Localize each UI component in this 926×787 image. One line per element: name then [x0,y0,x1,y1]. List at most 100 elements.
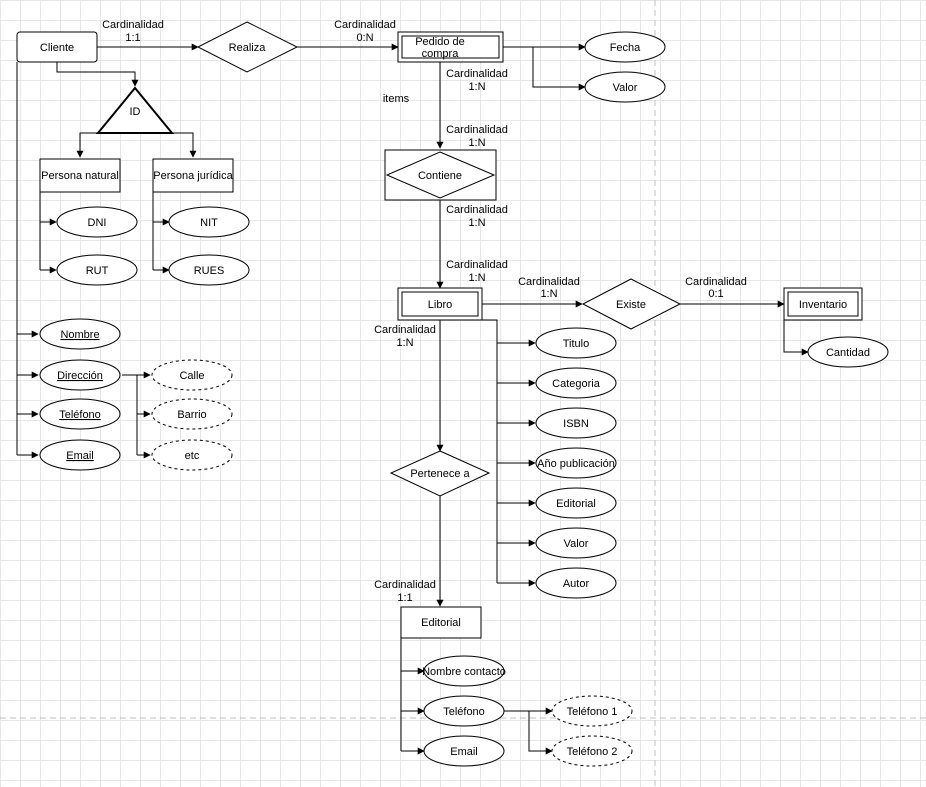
relationship-pertenece[interactable]: Pertenece a [389,450,491,497]
cardinality-label-c6-2: 1:N [468,272,485,284]
attribute-email-editorial-label: Email [450,746,478,758]
edges [16,43,809,755]
cardinality-label-c2-1: Cardinalidad [334,19,396,31]
attribute-email-editorial[interactable]: Email [423,735,505,767]
entity-inventario-label: Inventario [799,299,847,311]
attribute-cantidad-label: Cantidad [826,347,870,359]
attribute-categoria-label: Categoria [552,378,601,390]
attribute-titulo-label: Titulo [563,338,590,350]
attribute-barrio[interactable]: Barrio [151,398,233,430]
entity-persona-juridica-label: Persona jurídica [153,170,233,182]
attribute-rut[interactable]: RUT [56,254,138,286]
entity-persona-natural[interactable]: Persona natural [39,158,121,193]
attribute-anio-label: Año publicación [537,458,615,470]
attribute-telefono-editorial-label: Teléfono [443,706,485,718]
cardinality-label-c6-1: Cardinalidad [446,259,508,271]
entity-libro[interactable]: Libro [397,287,483,321]
cardinality-label-c9-1: Cardinalidad [374,324,436,336]
relationship-existe[interactable]: Existe [581,278,682,330]
attribute-rues[interactable]: RUES [168,254,250,286]
attribute-valor-libro[interactable]: Valor [535,527,617,559]
attribute-nit-label: NIT [200,217,218,229]
cardinality-label-c10-2: 1:1 [397,592,412,604]
attribute-cantidad[interactable]: Cantidad [807,336,889,368]
relationship-pertenece-label: Pertenece a [410,468,470,480]
attribute-editorial-libro[interactable]: Editorial [535,487,617,519]
attribute-direccion-label: Dirección [57,370,103,382]
attribute-telefono-1[interactable]: Teléfono 1 [551,695,633,727]
attribute-valor-libro-label: Valor [564,538,589,550]
attribute-etc[interactable]: etc [151,439,233,471]
cardinality-label-c7-1: Cardinalidad [518,276,580,288]
attribute-nombre-contacto[interactable]: Nombre contacto [422,655,506,687]
edge-pedido-valor [532,47,586,91]
edge-id-natural [76,132,108,158]
attribute-telefono-cliente[interactable]: Teléfono [39,398,121,430]
cardinality-label-c8-1: Cardinalidad [685,276,747,288]
attribute-etc-label: etc [185,450,200,462]
attribute-calle[interactable]: Calle [151,359,233,391]
cardinality-label-c5-2: 1:N [468,217,485,229]
attribute-valor-pedido[interactable]: Valor [584,71,666,103]
attribute-autor-label: Autor [563,578,590,590]
attribute-email-cliente-label: Email [66,450,94,462]
attribute-telefono-editorial[interactable]: Teléfono [423,695,505,727]
entity-cliente-label: Cliente [40,42,74,54]
relationship-realiza[interactable]: Realiza [196,21,299,73]
cardinality-labels: Cardinalidad 1:1 Cardinalidad 0:N Cardin… [102,19,747,604]
entity-persona-juridica[interactable]: Persona jurídica [152,158,234,193]
relationship-contiene-label: Contiene [418,170,462,182]
attribute-dni[interactable]: DNI [56,206,138,238]
specialization-id[interactable]: ID [95,86,175,134]
attribute-barrio-label: Barrio [177,409,206,421]
cardinality-label-c10-1: Cardinalidad [374,579,436,591]
entity-pedido[interactable]: Pedido de compra [397,31,504,63]
attribute-dni-label: DNI [88,217,107,229]
edge-id-juridica [162,132,197,158]
cardinality-label-c5-1: Cardinalidad [446,204,508,216]
specialization-id-label: ID [130,106,141,118]
attribute-fecha-label: Fecha [610,42,641,54]
relationship-realiza-label: Realiza [229,42,267,54]
cardinality-label-c8-2: 0:1 [708,288,723,300]
attribute-nombre[interactable]: Nombre [39,318,121,350]
entity-cliente[interactable]: Cliente [16,31,98,63]
attribute-titulo[interactable]: Titulo [535,327,617,359]
attribute-anio[interactable]: Año publicación [535,447,617,479]
cardinality-label-c2-2: 0:N [356,32,373,44]
cardinality-label-c3-1: Cardinalidad [446,68,508,80]
attribute-email-cliente[interactable]: Email [39,439,121,471]
attribute-fecha[interactable]: Fecha [584,31,666,63]
cardinality-label-c4-1: Cardinalidad [446,124,508,136]
entity-pedido-label-2: compra [422,48,460,60]
attribute-nombre-contacto-label: Nombre contacto [422,666,506,678]
attribute-telefono-2-label: Teléfono 2 [567,746,618,758]
cardinality-label-c4-2: 1:N [468,137,485,149]
attribute-categoria[interactable]: Categoria [535,367,617,399]
edge-cliente-id [56,62,139,87]
attribute-nombre-label: Nombre [60,329,99,341]
relationship-existe-label: Existe [616,299,646,311]
attribute-direccion[interactable]: Dirección [39,359,121,391]
attribute-rues-label: RUES [194,265,225,277]
entity-libro-label: Libro [428,299,452,311]
entity-editorial[interactable]: Editorial [400,606,482,639]
entity-editorial-label: Editorial [421,617,461,629]
entity-persona-natural-label: Persona natural [41,170,119,182]
cardinality-label-c3-2: 1:N [468,81,485,93]
cardinality-label-c1-1: Cardinalidad [102,19,164,31]
attribute-telefono-2[interactable]: Teléfono 2 [551,735,633,767]
entity-inventario[interactable]: Inventario [783,287,863,321]
attribute-calle-label: Calle [179,370,204,382]
attribute-isbn[interactable]: ISBN [535,407,617,439]
attribute-nit[interactable]: NIT [168,206,250,238]
attribute-telefono-cliente-label: Teléfono [59,409,101,421]
relationship-contiene[interactable]: Contiene [384,149,497,201]
cardinality-label-c1-2: 1:1 [125,32,140,44]
attribute-telefono-1-label: Teléfono 1 [567,706,618,718]
items-label: items [383,93,410,105]
edge-libro-attrs [482,319,498,583]
attribute-editorial-libro-label: Editorial [556,498,596,510]
attribute-autor[interactable]: Autor [535,567,617,599]
